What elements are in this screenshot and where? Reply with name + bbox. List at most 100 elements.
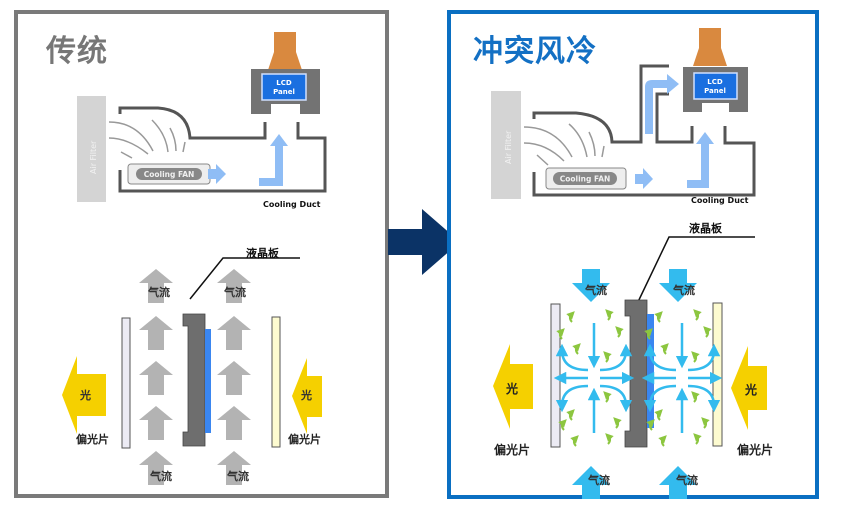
polarizer-label-left: 偏光片 — [76, 432, 109, 446]
lcd-label-line2: Panel — [704, 87, 726, 95]
airflow-up-arrow — [217, 269, 251, 303]
impingement-diagram: Air Filter Cooling FAN LCD Pa — [491, 28, 773, 499]
lcd-panel-callout-label: 液晶板 — [689, 221, 723, 235]
cooling-duct — [118, 106, 327, 193]
turbulence-arrow — [556, 328, 565, 340]
light-arrow-left: 光 — [493, 344, 533, 429]
polarizer-right — [712, 302, 723, 447]
polarizer-left — [550, 303, 561, 448]
airflow-down-arrow — [572, 269, 610, 302]
turbulence-arrow — [691, 351, 700, 363]
turbulence-arrow — [603, 351, 612, 363]
turbulence-arrow — [605, 433, 614, 445]
airflow-label-top-right: 气流 — [223, 285, 246, 299]
bypass-flow-arrow — [645, 74, 679, 134]
callout-leader-line — [189, 257, 300, 300]
airflow-down-arrow — [659, 269, 697, 302]
light-label-left: 光 — [505, 381, 518, 396]
cooling-duct — [532, 64, 756, 197]
airflow-label-bottom-right: 气流 — [675, 473, 698, 487]
impingement-title: 冲突风冷 — [473, 34, 597, 69]
airflow-up-arrow — [572, 466, 610, 499]
airflow-arrows-traditional — [139, 269, 251, 485]
fan-label: Cooling FAN — [560, 175, 611, 184]
light-arrow-right: 光 — [731, 346, 767, 430]
airflow-up-arrow — [139, 361, 173, 395]
lcd-panel-callout-label: 液晶板 — [246, 246, 280, 260]
airflow-up-arrow — [139, 269, 173, 303]
air-filter: Air Filter — [491, 91, 521, 199]
spread-curve-arrow — [643, 384, 677, 413]
light-arrow-left: 光 — [62, 356, 106, 434]
turbulence-arrow — [691, 391, 700, 403]
spread-curve-arrow — [555, 384, 589, 413]
lcd-label-line1: LCD — [276, 79, 292, 87]
lcd-layer — [205, 329, 211, 433]
light-label-right: 光 — [300, 388, 312, 402]
turbulence-arrow — [603, 391, 612, 403]
airflow-arrows-impingement — [553, 269, 723, 499]
turbulence-arrow — [701, 417, 710, 429]
lcd-layer — [647, 314, 654, 428]
duct-flow-arrow-up — [687, 132, 714, 188]
lcd-panel-assembly: LCD Panel — [251, 32, 320, 114]
turbulence-arrow — [566, 409, 575, 421]
cooling-duct-label: Cooling Duct — [691, 196, 749, 205]
airflow-up-arrow — [217, 406, 251, 440]
turbulence-arrow — [572, 343, 581, 355]
lcd-label-line1: LCD — [707, 78, 723, 86]
airflow-label-bottom-left: 气流 — [149, 469, 172, 483]
traditional-title: 传统 — [46, 34, 108, 69]
lcd-board — [182, 313, 206, 447]
turbulence-arrow — [646, 419, 655, 431]
cooling-duct-label: Cooling Duct — [263, 200, 321, 209]
turbulence-arrow — [654, 409, 663, 421]
intake-airflow-arrows — [108, 119, 186, 159]
transition-arrow-icon — [388, 209, 460, 275]
turbulence-arrow — [566, 311, 575, 323]
airflow-up-arrow — [217, 451, 251, 485]
airflow-up-arrow — [139, 316, 173, 350]
polarizer-label-left: 偏光片 — [494, 442, 530, 457]
turbulence-arrow — [693, 433, 702, 445]
airflow-up-arrow — [139, 451, 173, 485]
airflow-up-arrow — [217, 316, 251, 350]
light-label-right: 光 — [744, 382, 757, 397]
airflow-up-arrow — [217, 361, 251, 395]
spread-curve-arrow — [555, 343, 589, 372]
turbulence-arrow — [703, 326, 712, 338]
turbulence-arrow — [613, 417, 622, 429]
spread-curve-arrow — [687, 343, 721, 372]
light-arrow-right: 光 — [292, 358, 322, 434]
airflow-label-top-left: 气流 — [147, 285, 170, 299]
spread-curve-arrow — [643, 343, 677, 372]
airflow-label-top-right: 气流 — [672, 283, 695, 297]
turbulence-arrow — [615, 326, 624, 338]
turbulence-arrow — [644, 328, 653, 340]
airflow-up-arrow — [659, 466, 697, 499]
lcd-panel-assembly: LCD Panel — [683, 28, 748, 112]
turbulence-arrow — [658, 435, 667, 447]
spread-curve-arrow — [599, 343, 633, 372]
duct-flow-arrow-right — [635, 168, 653, 189]
cooling-fan: Cooling FAN — [545, 167, 627, 190]
duct-flow-arrow-up — [259, 134, 288, 186]
air-filter-label: Air Filter — [89, 140, 98, 174]
turbulence-arrow — [605, 309, 614, 321]
polarizer-label-right: 偏光片 — [737, 442, 773, 457]
turbulence-arrow — [660, 343, 669, 355]
duct-flow-arrow-right — [208, 164, 226, 184]
airflow-label-top-left: 气流 — [584, 283, 607, 297]
airflow-up-arrow — [139, 406, 173, 440]
traditional-panel: 传统 Air Filter Cooling FAN — [14, 10, 389, 498]
fan-label: Cooling FAN — [144, 170, 195, 179]
lcd-label-line2: Panel — [273, 88, 295, 96]
airflow-label-bottom-left: 气流 — [587, 473, 610, 487]
light-label-left: 光 — [79, 388, 91, 402]
air-filter-label: Air Filter — [504, 130, 513, 164]
impingement-panel: 冲突风冷 Air Filter Cooling FAN — [447, 10, 819, 499]
polarizer-left — [121, 317, 131, 449]
turbulence-arrow — [693, 309, 702, 321]
intake-airflow-arrows — [523, 123, 605, 166]
turbulence-arrow — [654, 311, 663, 323]
